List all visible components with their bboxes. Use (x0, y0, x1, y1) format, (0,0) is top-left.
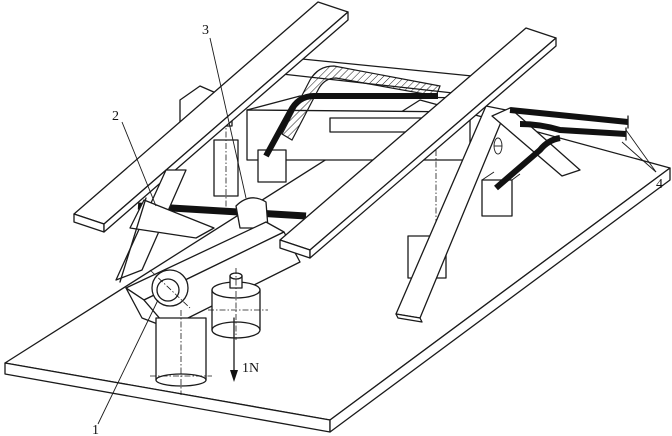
callout-3-label: 3 (202, 23, 209, 38)
callout-1-label: 1 (92, 423, 99, 436)
left-clamp-block (213, 120, 287, 210)
callout-leaders (97, 37, 657, 425)
force-label: 1N (242, 361, 259, 376)
callout-2-label: 2 (112, 109, 119, 124)
right-a-frame (395, 105, 581, 323)
cylinder-stand (150, 310, 212, 395)
right-rail (279, 27, 557, 259)
load-cell (208, 268, 268, 340)
left-support-frame (115, 169, 215, 283)
callout-4-label: 4 (656, 177, 663, 192)
force-arrow (230, 317, 238, 382)
cable-bundle (263, 93, 629, 191)
